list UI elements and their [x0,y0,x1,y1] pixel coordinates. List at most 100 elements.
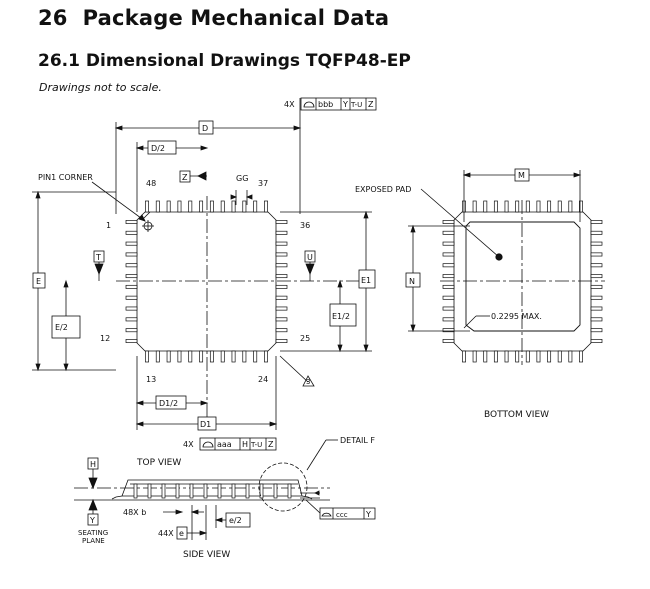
lead [125,252,138,257]
lead [590,230,603,235]
lead [442,263,455,268]
seating-plane-label-2: PLANE [82,537,105,545]
lead [253,200,258,213]
lead [220,350,225,363]
lead [209,350,214,363]
dim-D-half-label: D/2 [151,144,165,153]
lead [275,295,288,300]
lead [275,317,288,322]
lead [547,350,552,363]
gull-wing-lead [301,495,313,500]
lead [442,295,455,300]
lead [472,350,477,363]
exposed-pad-label: EXPOSED PAD [355,185,411,194]
lead [590,317,603,322]
side-view-label: SIDE VIEW [183,550,230,560]
lead [161,483,166,499]
lead [231,200,236,213]
tol-bot-value: aaa [217,440,232,449]
tolerance-frame-top [300,97,377,111]
lead [145,200,149,213]
lead [557,200,562,213]
lead [557,350,562,363]
lead [590,306,603,311]
lead [166,200,171,213]
lead [125,295,138,300]
lead [442,317,455,322]
lead [231,350,236,363]
tol-bot-count: 4X [183,440,194,449]
lead [177,200,182,213]
datum-U: U [307,253,313,262]
lead [242,200,247,213]
lead [275,328,288,333]
lead [483,350,488,363]
lead [590,339,603,343]
dim-D1-label: D1 [200,420,211,429]
pin36-label: 36 [300,221,310,230]
seating-plane-label-1: SEATING [78,529,108,537]
top-view-package [91,181,370,430]
tol-top-count: 4X [284,100,295,109]
lead [203,483,208,499]
ccc-label: ccc [336,511,348,519]
lead [579,200,583,213]
lead [442,252,455,257]
tol-top-ref1: Y [342,100,348,109]
lead [177,350,182,363]
lead [536,200,541,213]
lead [199,350,204,363]
note-3-label: 3 [306,378,310,386]
tolerance-frame-bottom [199,437,277,451]
lead [175,483,180,499]
dim-E-half-label: E/2 [55,323,68,332]
lead [442,284,455,289]
lead [245,483,250,499]
lead [275,220,288,224]
dim-D-label: D [202,124,208,133]
lead [442,339,455,343]
lead [125,284,138,289]
top-view-leads [125,200,288,363]
lead [590,295,603,300]
lead [275,274,288,279]
lead [125,220,138,224]
lead [536,350,541,363]
pin25-label: 25 [300,334,310,343]
lead [145,350,149,363]
lead [590,241,603,246]
lead [275,339,288,343]
lead [442,241,455,246]
chamfer-label: 0.2295 MAX. [491,312,542,321]
lead [568,200,573,213]
lead [125,306,138,311]
lead [275,263,288,268]
gull-wing-lead [111,495,123,500]
lead [442,306,455,311]
lead [590,252,603,257]
pin37-label: 37 [258,179,268,188]
lead [125,230,138,235]
lead [275,306,288,311]
lead [125,263,138,268]
lead [147,483,152,499]
dim-N-label: N [409,277,415,286]
top-view-label: TOP VIEW [136,458,181,468]
lead-pitch-count: 44X [158,529,174,538]
lead [442,220,455,224]
tol-bot-ref2: T-U [250,441,262,449]
tol-top-ref2: T-U [350,101,362,109]
lead [125,241,138,246]
lead [209,200,214,213]
lead [166,350,171,363]
lead [590,284,603,289]
pin1-label: 1 [106,221,111,230]
lead [217,483,222,499]
lead [590,220,603,224]
lead [188,350,193,363]
lead [125,317,138,322]
datum-Y: Y [89,516,95,525]
lead [590,274,603,279]
bottom-view-package [420,188,605,365]
